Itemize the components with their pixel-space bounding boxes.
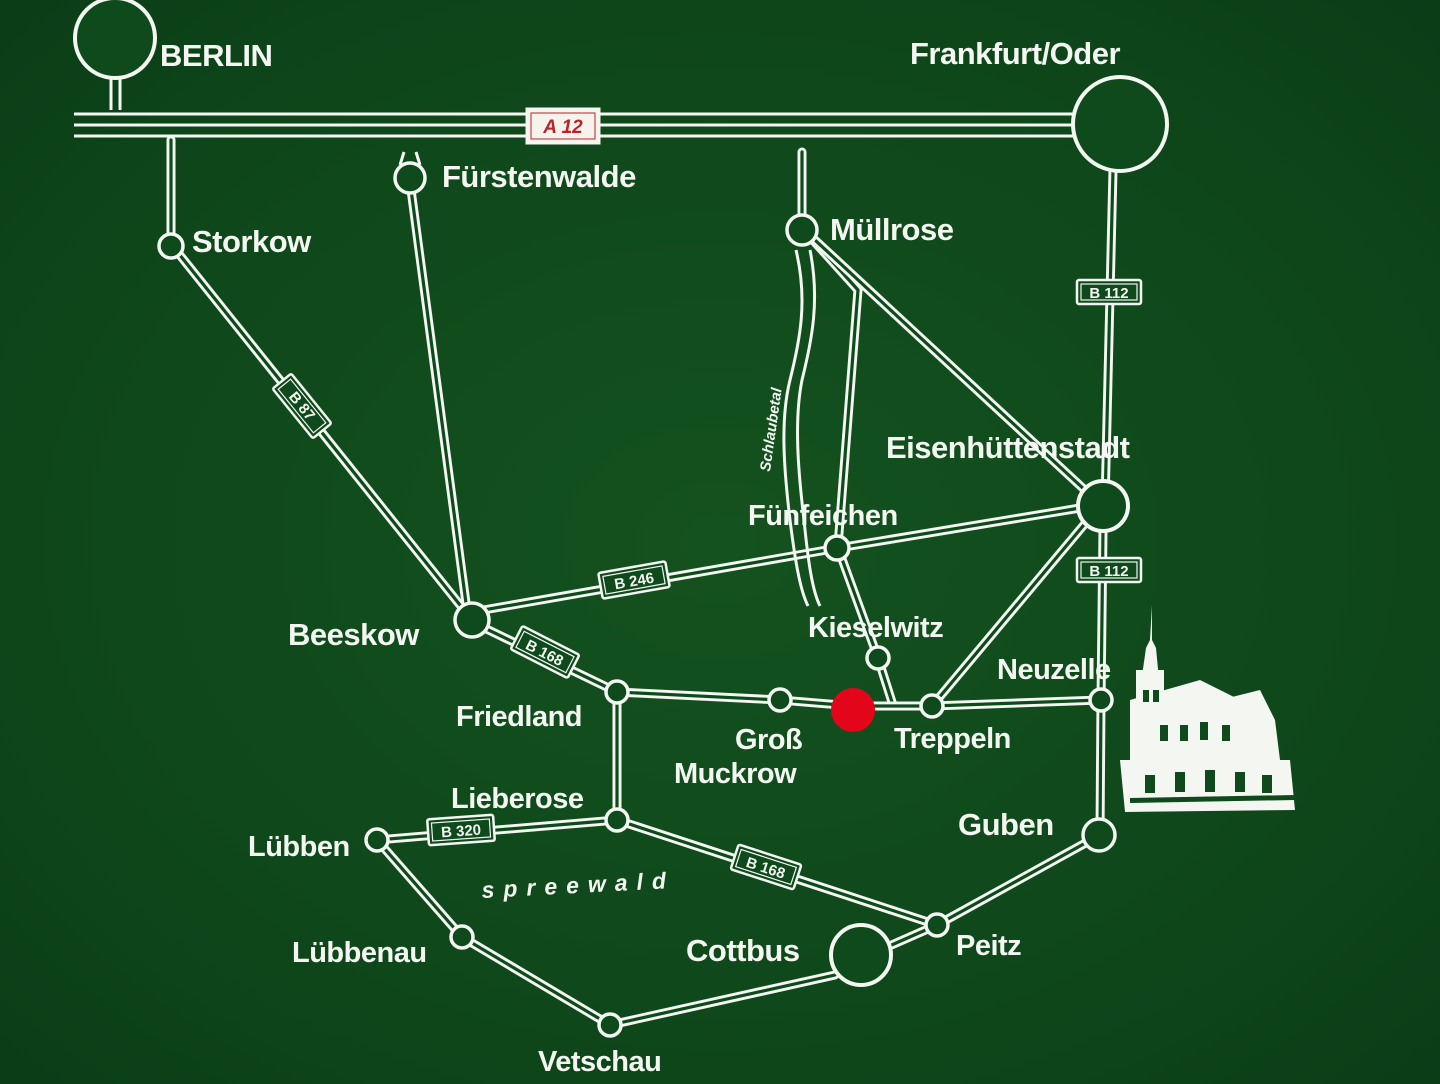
marker-treppeln: [919, 693, 945, 719]
marker-beeskow: [453, 601, 491, 639]
marker-eisenhuettenstadt: [1076, 479, 1130, 533]
label-guben: Guben: [958, 807, 1054, 842]
label-muellrose: Müllrose: [830, 212, 954, 247]
label-peitz: Peitz: [956, 930, 1021, 962]
marker-storkow: [157, 232, 185, 260]
label-vetschau: Vetschau: [538, 1046, 661, 1078]
marker-vetschau: [597, 1012, 623, 1038]
marker-friedland: [604, 679, 630, 705]
shield-a12: A 12: [525, 107, 601, 145]
label-muckrow: Muckrow: [674, 758, 797, 790]
shield-b168-beeskow: B 168: [510, 625, 580, 679]
marker-kieselwitz: [865, 645, 891, 671]
label-gross: Groß: [735, 724, 802, 756]
marker-muellrose: [785, 213, 819, 247]
shield-b320-label: B 320: [441, 822, 482, 842]
marker-fuerstenwalde: [393, 161, 427, 195]
shield-b112-north: B 112: [1075, 278, 1143, 306]
shield-b112-south: B 112: [1075, 556, 1143, 584]
label-fuenfeichen: Fünfeichen: [748, 500, 898, 532]
label-treppeln: Treppeln: [894, 723, 1011, 755]
marker-frankfurt-oder: [1071, 75, 1169, 173]
marker-gross-muckrow: [767, 687, 793, 713]
label-fuerstenwalde: Fürstenwalde: [442, 159, 636, 194]
label-storkow: Storkow: [192, 224, 312, 259]
marker-berlin: [73, 0, 157, 80]
shield-b246-label: B 246: [613, 570, 655, 594]
label-luebben: Lübben: [248, 831, 350, 863]
label-kieselwitz: Kieselwitz: [808, 612, 943, 644]
label-frankfurt-oder: Frankfurt/Oder: [910, 36, 1120, 71]
label-luebbenau: Lübbenau: [292, 937, 427, 969]
label-berlin: BERLIN: [160, 38, 272, 73]
red-dot-icon: [831, 688, 875, 732]
shield-b168-peitz: B 168: [729, 843, 803, 891]
city-markers: [73, 0, 1169, 1038]
city-labels: BERLIN Frankfurt/Oder Fürstenwalde Stork…: [160, 36, 1130, 1078]
marker-lieberose: [604, 807, 630, 833]
shield-a12-label: A 12: [542, 117, 583, 138]
label-spreewald: spreewald: [481, 867, 676, 903]
marker-fuenfeichen: [823, 534, 851, 562]
label-beeskow: Beeskow: [288, 617, 420, 652]
marker-luebben: [364, 827, 390, 853]
shield-b320: B 320: [426, 813, 496, 847]
label-friedland: Friedland: [456, 701, 582, 733]
marker-guben: [1081, 817, 1117, 853]
label-cottbus: Cottbus: [686, 933, 800, 968]
label-eisenhuettenstadt: Eisenhüttenstadt: [886, 430, 1130, 465]
shield-b112-north-label: B 112: [1089, 285, 1128, 302]
marker-neuzelle: [1088, 687, 1114, 713]
label-neuzelle: Neuzelle: [997, 654, 1111, 686]
shield-b112-south-label: B 112: [1089, 563, 1128, 580]
road-luebben-vetschau: [372, 835, 615, 1030]
church-icon: [1120, 605, 1295, 812]
shield-b246: B 246: [597, 560, 671, 600]
marker-luebbenau: [449, 924, 475, 950]
shield-b87: B 87: [272, 373, 332, 439]
label-lieberose: Lieberose: [451, 783, 584, 815]
marker-cottbus: [829, 923, 893, 987]
river-label: Schlaubetal: [757, 386, 786, 473]
marker-peitz: [924, 912, 950, 938]
